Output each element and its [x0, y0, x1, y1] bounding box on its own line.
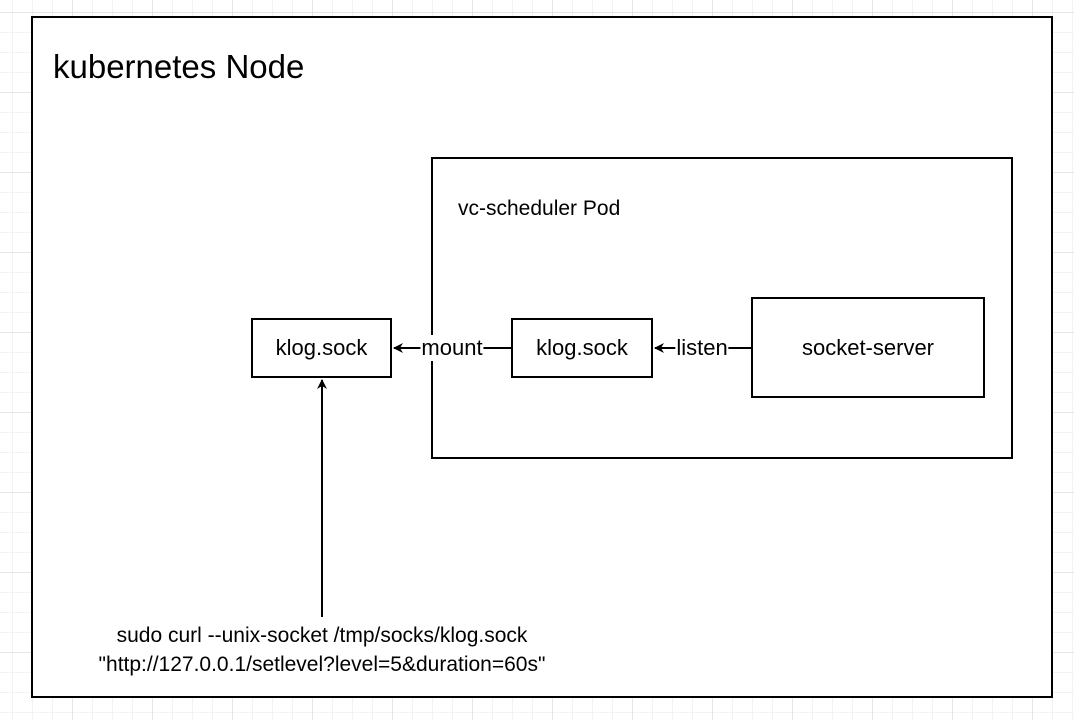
curl-command: sudo curl --unix-socket /tmp/socks/klog.…: [99, 621, 546, 679]
host-klog-sock-box: klog.sock: [251, 318, 392, 378]
pod-klog-sock-box: klog.sock: [511, 318, 653, 378]
node-title: kubernetes Node: [53, 48, 305, 85]
listen-edge-label: listen: [675, 335, 729, 361]
pod-klog-sock-label: klog.sock: [536, 335, 628, 360]
pod-title: vc-scheduler Pod: [458, 197, 621, 220]
socket-server-label: socket-server: [801, 334, 935, 360]
host-klog-sock-label: klog.sock: [275, 335, 368, 360]
curl-command-line-1: sudo curl --unix-socket /tmp/socks/klog.…: [116, 624, 528, 647]
mount-edge-label: mount: [420, 335, 484, 361]
curl-command-line-2: "http://127.0.0.1/setlevel?level=5&durat…: [98, 653, 546, 676]
socket-server-box: socket-server: [751, 297, 985, 398]
